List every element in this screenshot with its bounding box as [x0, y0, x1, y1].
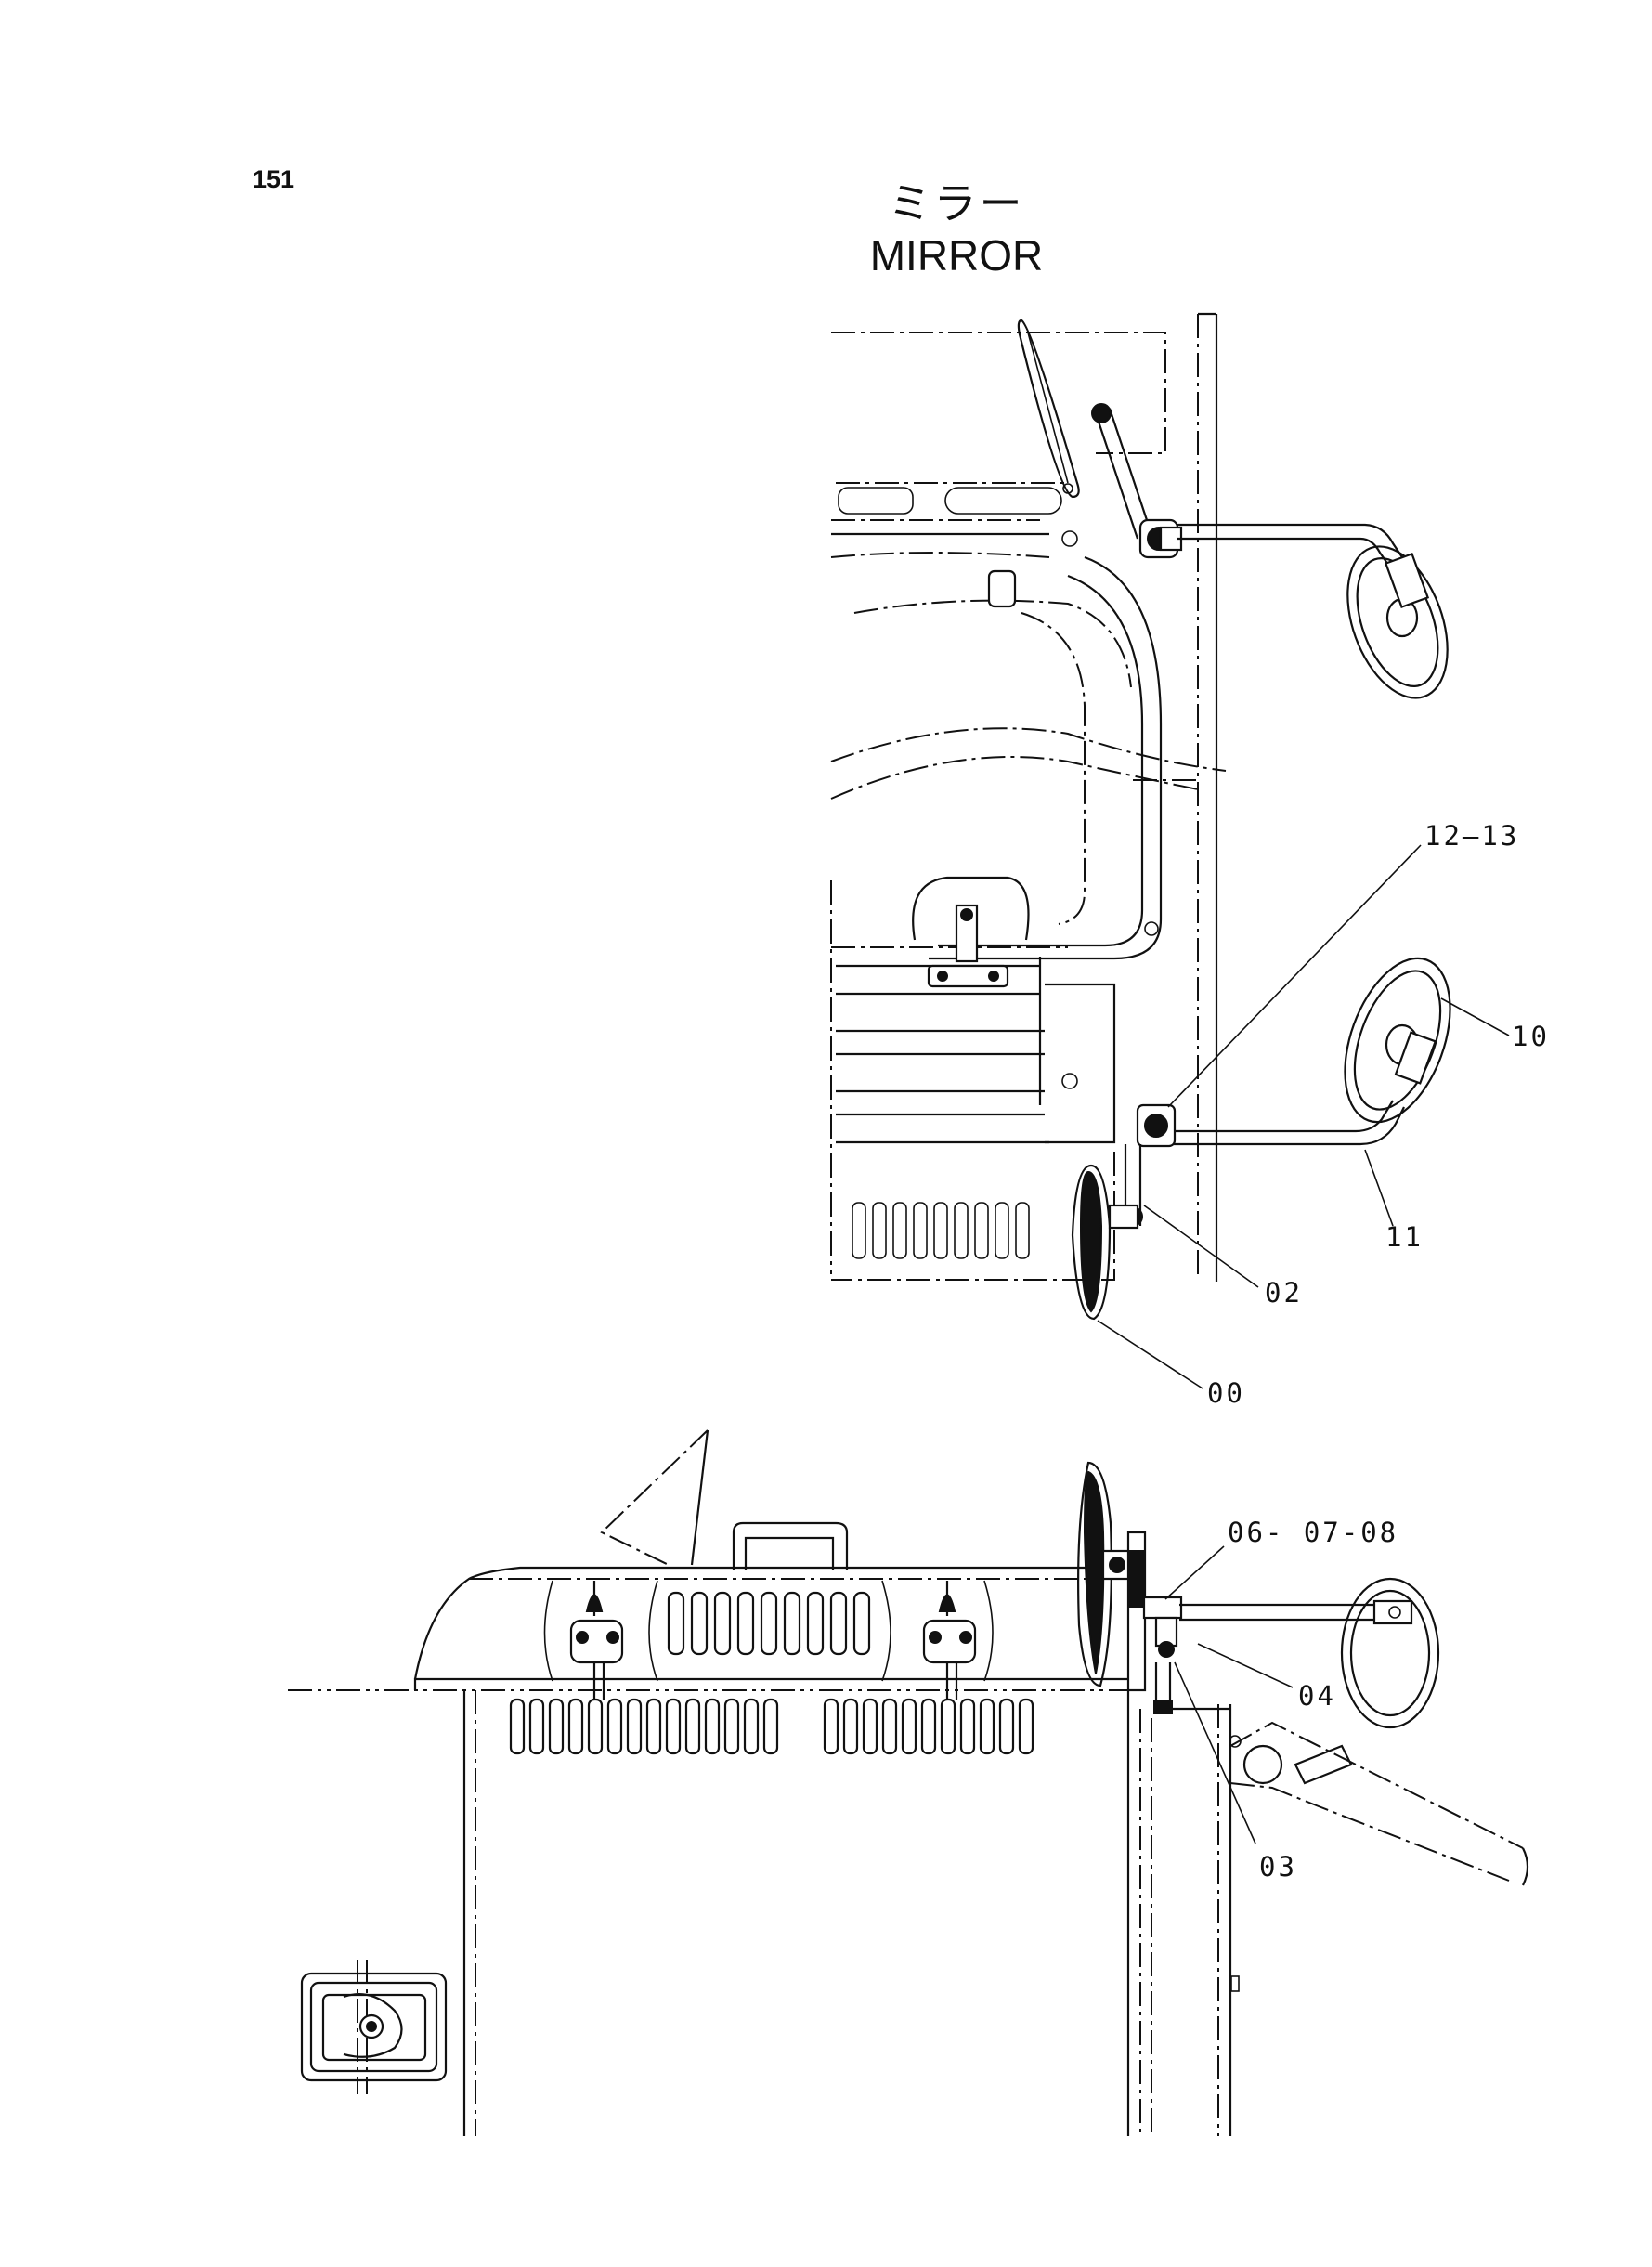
- callout-00: 00: [1207, 1377, 1245, 1409]
- callout-12-13: 12—13: [1424, 820, 1519, 852]
- callout-10: 10: [1512, 1021, 1550, 1052]
- side-louvers-upper: [667, 1591, 871, 1656]
- lower-mirror-assembly: [1071, 957, 1451, 1321]
- side-louvers-lower: [509, 1698, 1034, 1755]
- callout-11: 11: [1385, 1221, 1424, 1253]
- callout-04: 04: [1298, 1680, 1336, 1712]
- upper-convex-mirror: [1017, 319, 1183, 559]
- callout-02: 02: [1265, 1277, 1303, 1309]
- top-louver-slots: [852, 1202, 1030, 1259]
- title-english: MIRROR: [869, 231, 1044, 280]
- top-view: [830, 312, 1510, 1389]
- page-number: 151: [253, 165, 295, 193]
- upper-mirror-stay: [1177, 523, 1449, 699]
- side-view: [288, 1429, 1529, 2136]
- callout-06-07-08: 06- 07-08: [1228, 1517, 1398, 1548]
- side-latch-left: [569, 1581, 624, 1700]
- title-japanese: ミラー: [888, 178, 1025, 228]
- side-latch-right: [922, 1581, 977, 1700]
- lock-detail-inset: [300, 1960, 448, 2094]
- side-mirror-assembly: [1077, 1461, 1440, 1729]
- callout-03: 03: [1259, 1851, 1297, 1883]
- diagram-title: ミラー MIRROR: [771, 176, 1142, 280]
